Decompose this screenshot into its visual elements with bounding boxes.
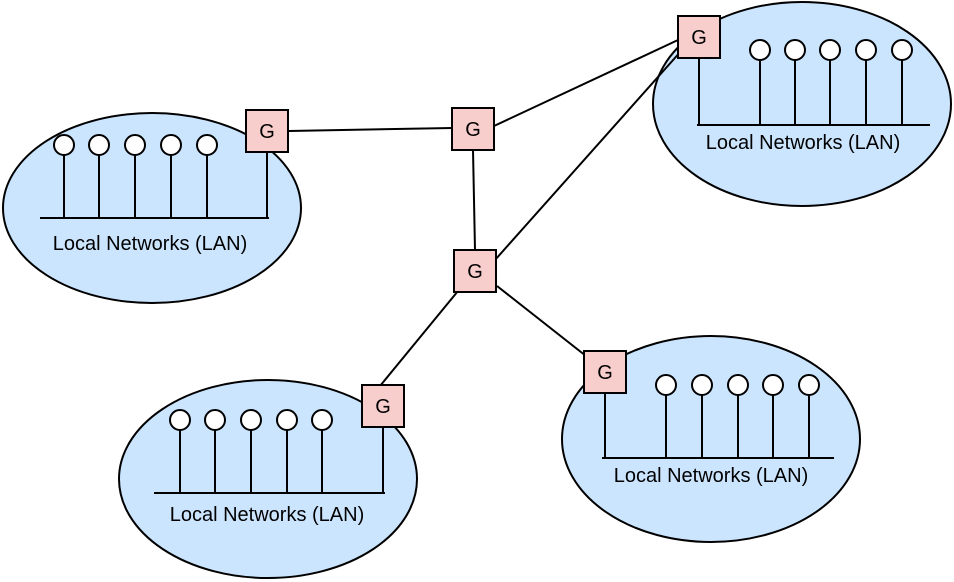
host-node [240, 409, 262, 431]
gateway-lan-left: G [245, 109, 289, 153]
lan-top-right: Local Networks (LAN) [697, 39, 930, 154]
lan-bottom-left-ellipse [118, 379, 418, 579]
gateway-label: G [691, 27, 707, 49]
host-node [88, 134, 110, 156]
host-node [819, 39, 841, 61]
gateway-box [361, 384, 405, 428]
lan-bottom-right: Local Networks (LAN) [602, 374, 834, 487]
lan-label: Local Networks (LAN) [614, 465, 809, 487]
host-node [276, 409, 298, 431]
gateway-label: G [375, 396, 391, 418]
gateway-box [583, 350, 627, 394]
gateway-box [453, 249, 497, 293]
host-node [891, 39, 913, 61]
lan-label: Local Networks (LAN) [706, 132, 901, 154]
host-node [124, 134, 146, 156]
lan-label: Local Networks (LAN) [170, 504, 365, 526]
gateway-label: G [465, 119, 481, 141]
gateway-links [288, 39, 683, 387]
host-node [53, 134, 75, 156]
host-node [655, 374, 677, 396]
link-core-center-to-bottom-left [379, 290, 459, 387]
link-core-top-to-top-right [493, 39, 679, 127]
gateway-label: G [467, 261, 483, 283]
gateway-lan-bottom-left: G [361, 384, 405, 428]
host-node [204, 409, 226, 431]
host-node [691, 374, 713, 396]
gateway-label: G [259, 121, 275, 143]
lan-bottom-right-ellipse [561, 335, 861, 543]
gateway-core-top: G [451, 107, 495, 151]
lan-left: Local Networks (LAN) [40, 134, 269, 255]
link-left-to-core-top [288, 127, 453, 132]
link-core-center-to-top-right [494, 49, 683, 261]
gateway-box [677, 15, 721, 59]
host-node [798, 374, 820, 396]
link-core-top-to-core-center [472, 149, 476, 251]
host-node [160, 134, 182, 156]
gateway-core-center: G [453, 249, 497, 293]
host-node [169, 409, 191, 431]
host-node [196, 134, 218, 156]
gateway-lan-top-right: G [677, 15, 721, 59]
gateway-box [245, 109, 289, 153]
host-node [784, 39, 806, 61]
lan-bottom-left: Local Networks (LAN) [154, 409, 385, 526]
host-node [762, 374, 784, 396]
host-node [727, 374, 749, 396]
host-node [855, 39, 877, 61]
link-core-center-to-bottom-right [496, 285, 587, 357]
lan-label: Local Networks (LAN) [53, 233, 248, 255]
gateway-box [451, 107, 495, 151]
host-node [311, 409, 333, 431]
gateway-lan-bottom-right: G [583, 350, 627, 394]
gateway-label: G [597, 362, 613, 384]
host-node [749, 39, 771, 61]
lan-left-ellipse [2, 112, 302, 304]
